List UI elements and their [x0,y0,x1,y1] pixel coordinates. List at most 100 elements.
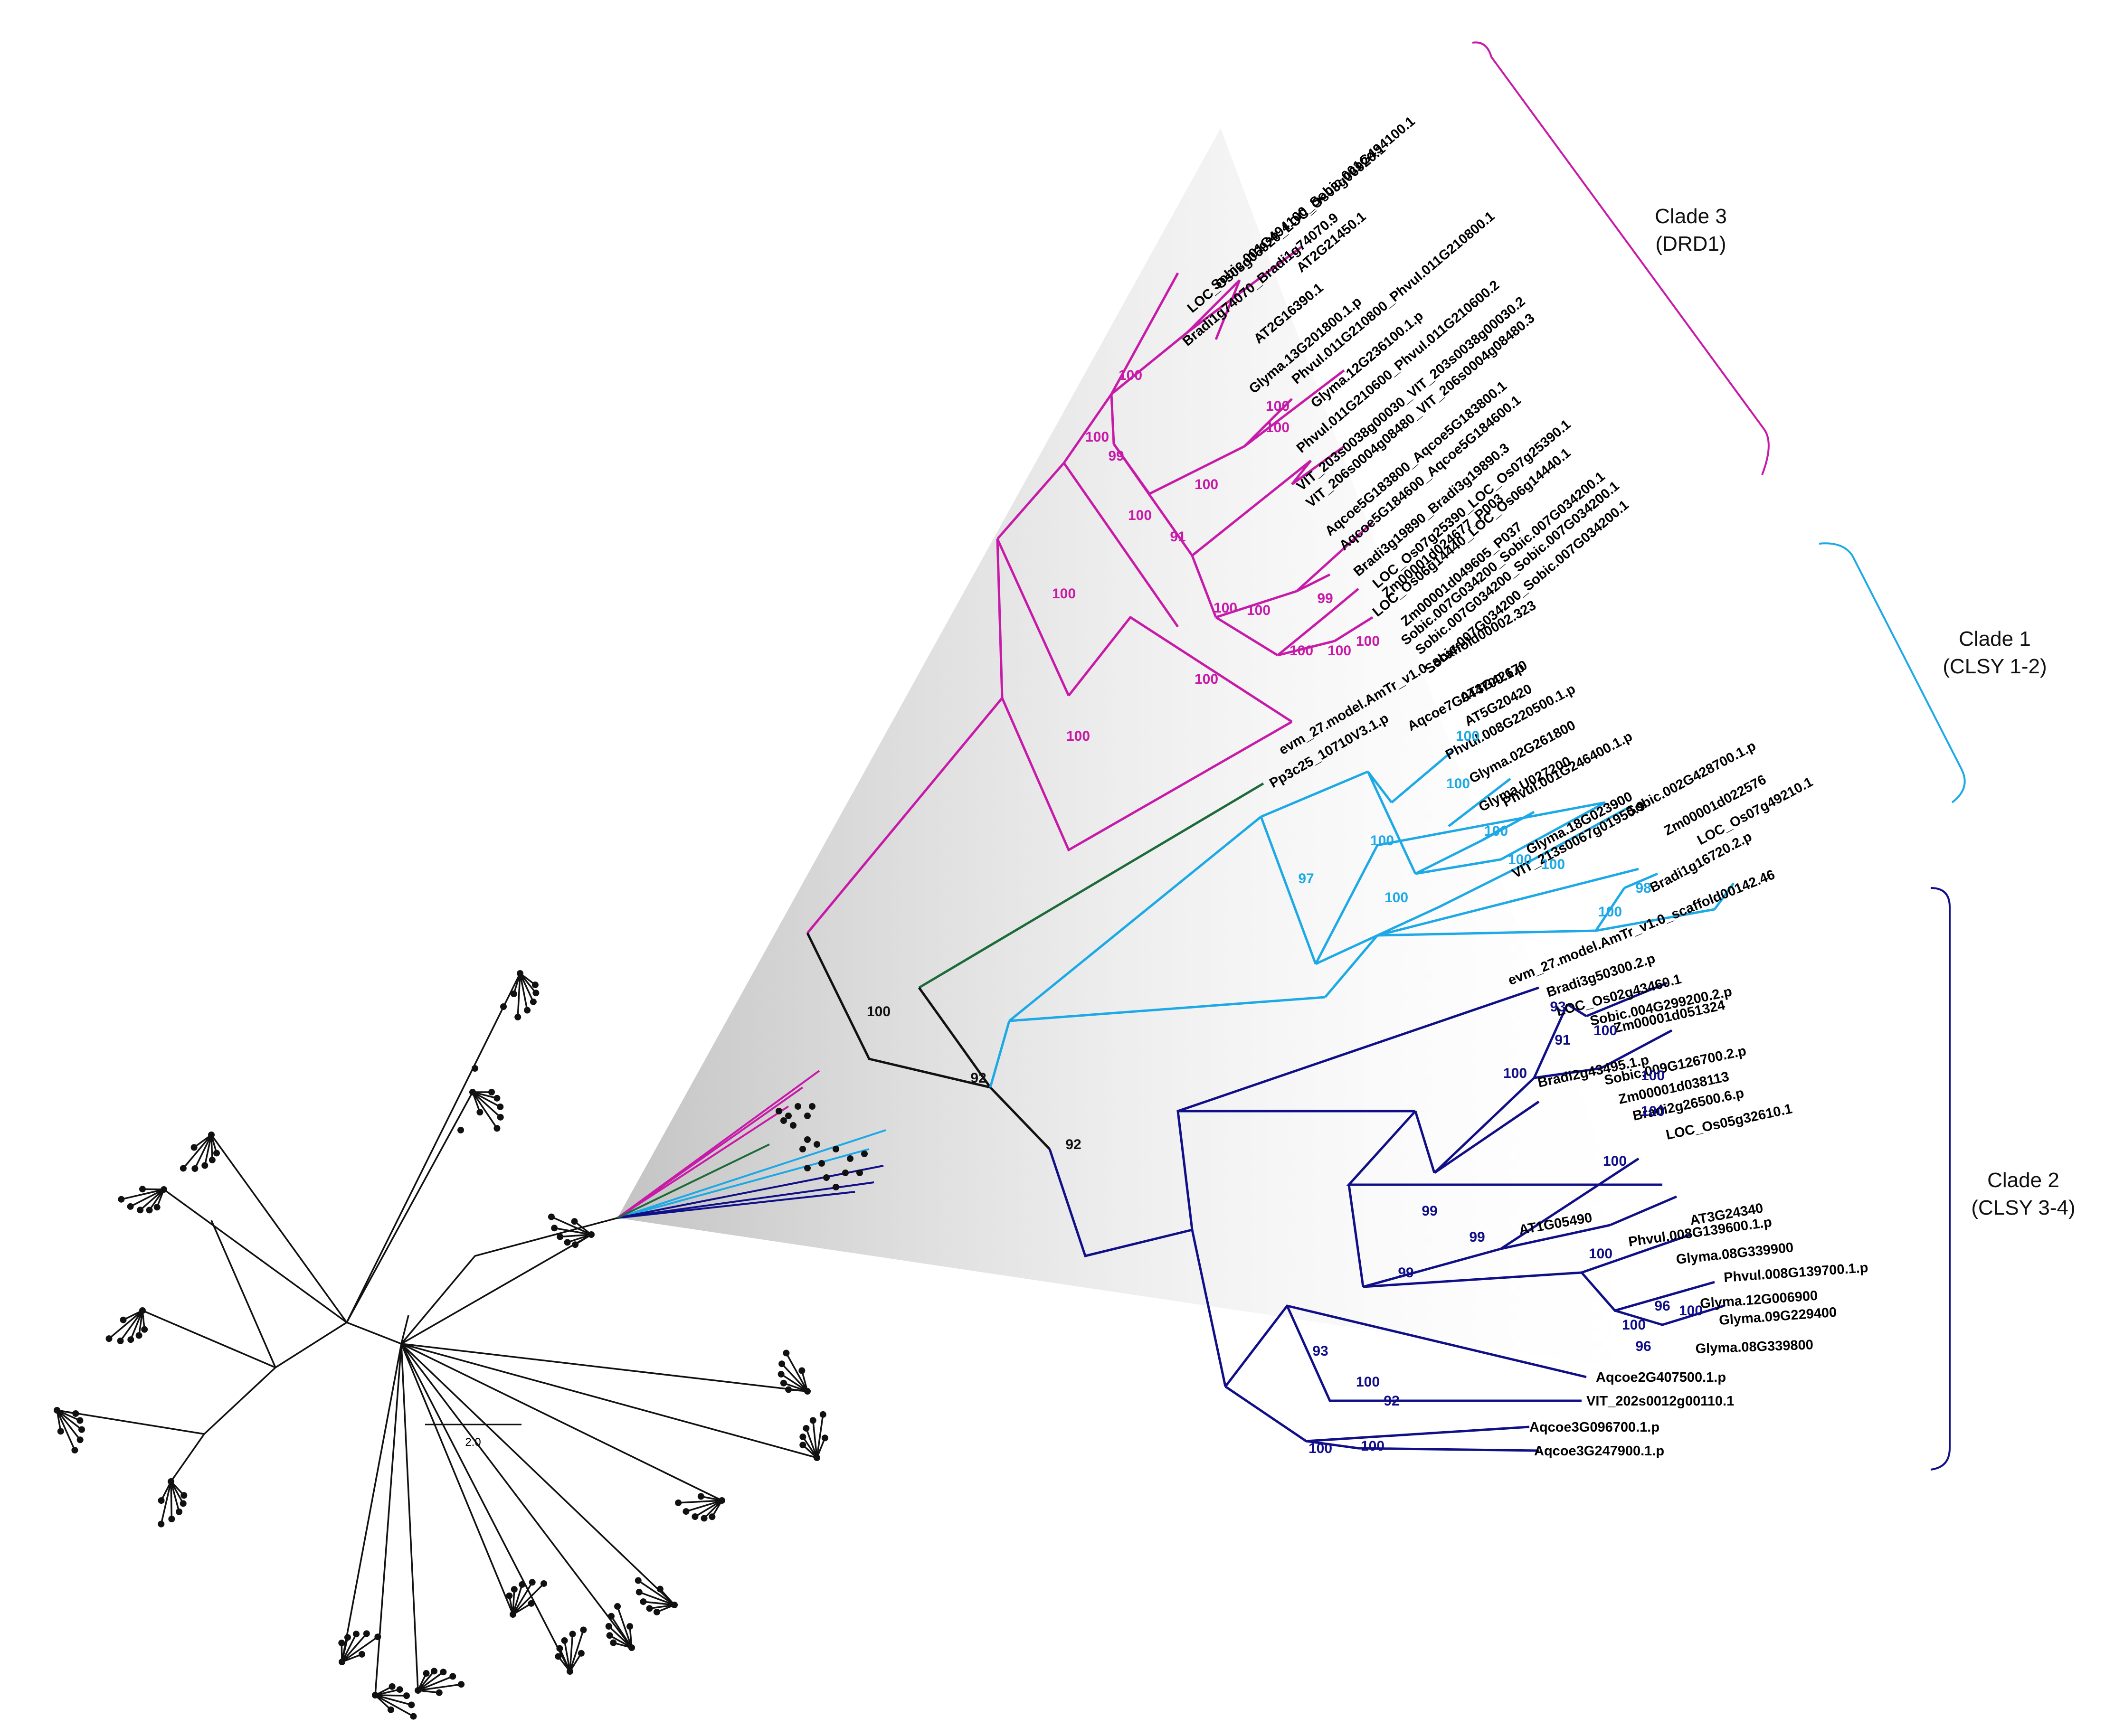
bootstrap-value: 100 [1446,776,1470,792]
leaf-label: Glyma.08G339900 [1675,1240,1794,1267]
bootstrap-value: 91 [1555,1032,1570,1048]
clade2-branch [1363,1271,1582,1288]
bootstrap-value: 100 [1119,368,1142,383]
clade1-branch [1594,887,1626,932]
clade1-branch [1366,771,1417,875]
clade1-branch [1448,778,1511,827]
clade2-branch [1433,1100,1540,1174]
clade3-branch [1186,279,1241,333]
clade3-branch [1062,393,1113,464]
clade2-branch [1347,1184,1365,1287]
clade3-branch [1062,462,1179,628]
clade1-branch [1009,996,1326,1022]
clade3-branch [1243,369,1345,447]
bootstrap-value: 100 [1541,857,1565,872]
clade3-branch [1148,445,1245,495]
clade2-branch [1433,1077,1535,1174]
clade3-branch [996,462,1065,540]
clade2-branch [1048,1149,1193,1257]
clade1-branch [1415,858,1501,875]
clade2-branch [1600,1029,1673,1070]
bootstrap-value: 98 [1635,880,1651,896]
clade1-branch [1367,771,1393,803]
clade-name: Clade 2 [1987,1169,2059,1192]
bootstrap-value: 100 [1327,643,1351,659]
clade2-branch [1614,1304,1725,1326]
clade3-branch [1191,460,1312,557]
clade3-branch [1110,331,1188,395]
clade3-branch [1112,443,1194,557]
clade1-branch [1391,749,1454,803]
leaf-label: Aqcoe3G247900.1.p [1534,1444,1664,1459]
bootstrap-value: 97 [1298,871,1314,887]
bootstrap-value: 100 [1052,586,1076,602]
bootstrap-value: 96 [1654,1298,1670,1314]
bootstrap-value: 92 [1384,1393,1399,1409]
clade1-branch [1481,825,1507,842]
bootstrap-value: 100 [1384,890,1408,906]
clade2-branch [1500,1224,1611,1250]
bootstrap-value: 99 [1422,1203,1437,1219]
clade1-branch [1008,816,1262,1022]
clade3-branch [1110,394,1115,444]
bootstrap-value: 93 [1312,1343,1328,1359]
clade1-branch [1324,934,1378,998]
bootstrap-value: 96 [1635,1339,1651,1354]
clade1-branch [1414,839,1483,875]
clade1-branch [1377,801,1606,847]
clade3-branch [1068,615,1293,723]
bootstrap-value: 100 [1456,728,1479,744]
scale-bar-label: 2.0 [465,1436,481,1449]
clade1-branch [1260,816,1317,964]
clade3-branch [996,538,1070,697]
clade2-branch [1610,1195,1677,1227]
bootstrap-value: 99 [1398,1265,1413,1281]
clade1-branch [1595,908,1715,932]
clade3-branch [1001,697,1293,852]
clade-subtitle: (CLSY 1-2) [1943,655,2047,678]
unrooted-overview-tree [54,970,886,1720]
bootstrap-value: 100 [1266,398,1290,414]
clade1-branch [1524,806,1630,866]
bootstrap-value: 100 [1247,603,1271,618]
clade2-branch [1534,1067,1601,1079]
leaf-label: Phvul.008G139700.1.p [1723,1260,1868,1285]
clade-brackets: Clade 3(DRD1)Clade 1(CLSY 1-2)Clade 2(CL… [1472,41,2076,1471]
clade3-branch [996,538,1004,698]
bootstrap-value: 100 [1589,1246,1612,1262]
clade3-branch [1191,555,1217,618]
clade-bracket [1819,542,1966,803]
bootstrap-value: 99 [1108,448,1124,464]
bootstrap-value: 100 [1598,904,1622,920]
clade2-branch [1191,1229,1227,1387]
clade-subtitle: (DRD1) [1655,232,1726,255]
clade3-branch [1296,573,1331,593]
clade1-branch [1624,872,1658,889]
clade2-branch [1586,981,1668,1018]
clade2-branch [1306,1440,1539,1452]
zoom-cone [617,128,1686,1377]
clade2-branch [1286,1305,1582,1402]
base-branch [806,932,991,1089]
clade3-branch [1110,272,1179,395]
bootstrap-value: 100 [1195,477,1218,492]
bootstrap-value: 91 [1170,529,1185,545]
bootstrap-value: 100 [1508,852,1532,868]
clade1-branch [989,1020,1011,1088]
clade3-branch [1215,590,1297,619]
clade3-branch [1272,398,1293,419]
scale-bar: 2.0 [425,1424,522,1449]
clade2-branch [1500,1157,1640,1250]
bootstrap-value: 100 [1195,671,1218,687]
bootstrap-value: 100 [1603,1153,1627,1169]
bootstrap-value: 92 [1065,1137,1081,1152]
bootstrap-value: 100 [1085,429,1109,445]
clade3-branch [1291,445,1345,486]
bootstrap-value: 100 [1484,823,1508,839]
bootstrap-value: 100 [1361,1438,1384,1454]
clade1-branch [1713,882,1735,910]
clade2-branch [1581,1233,1691,1274]
leaf-label: Aqcoe3G096700.1.p [1529,1420,1659,1435]
clade3-branch [1186,246,1302,333]
